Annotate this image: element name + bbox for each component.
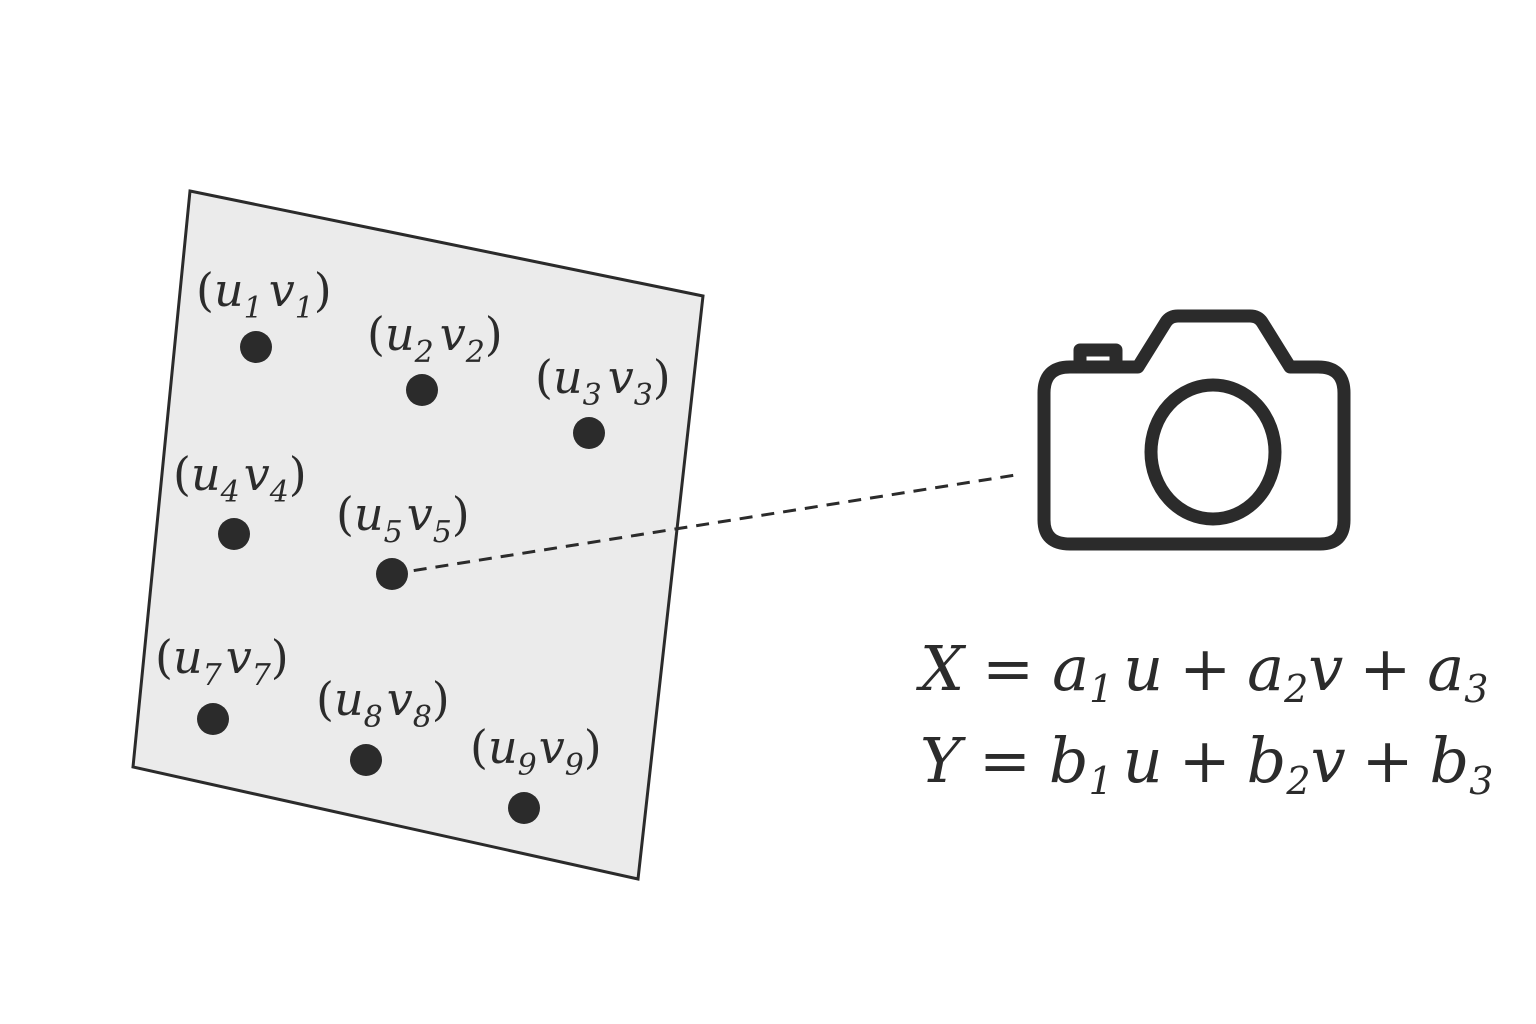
point-label-4: (u4v4)	[173, 447, 307, 510]
point-marker-9	[508, 792, 540, 824]
point-marker-7	[197, 703, 229, 735]
camera-icon	[1037, 309, 1351, 551]
point-label-5: (u5v5)	[336, 487, 470, 550]
image-plane	[131, 189, 705, 881]
point-marker-3	[573, 417, 605, 449]
point-label-8: (u8v8)	[316, 672, 450, 735]
point-marker-1	[240, 331, 272, 363]
point-marker-8	[350, 744, 382, 776]
point-marker-5	[376, 558, 408, 590]
point-marker-2	[406, 374, 438, 406]
point-label-9: (u9v9)	[470, 720, 602, 783]
point-marker-4	[218, 518, 250, 550]
projection-line	[391, 472, 1023, 576]
point-label-7: (u7v7)	[155, 630, 289, 693]
